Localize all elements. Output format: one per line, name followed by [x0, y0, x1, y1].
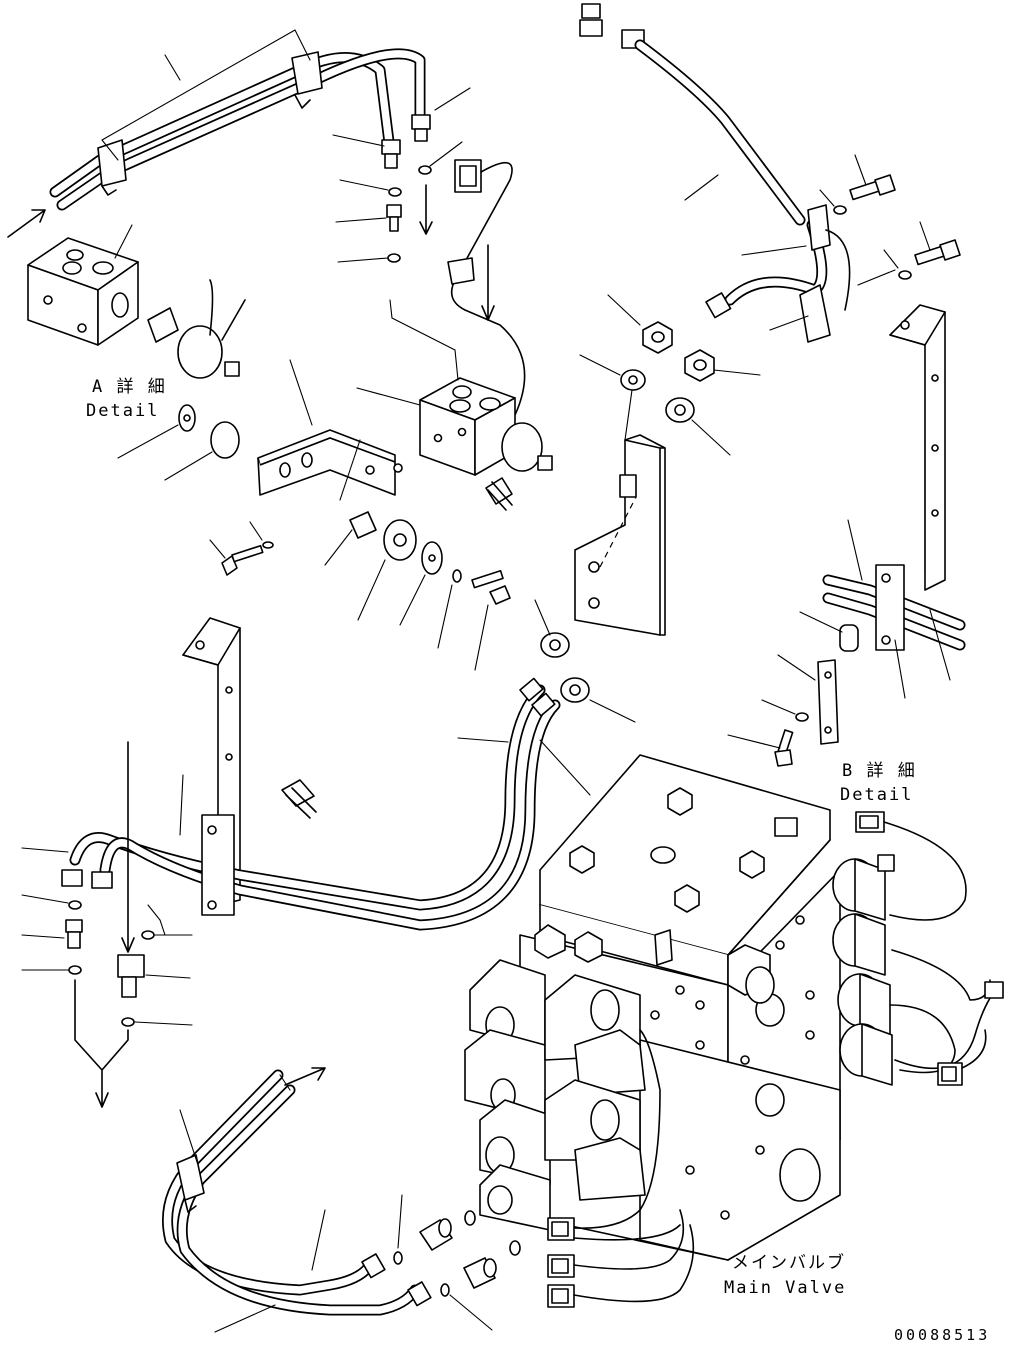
main-valve-lower-wiring [547, 1029, 695, 1308]
top-left-hose-bundle [49, 48, 426, 211]
detail-a-block [27, 224, 139, 346]
lower-washers [534, 599, 636, 723]
main-valve-solenoids [774, 811, 1004, 1086]
nuts-washers-center [579, 294, 761, 456]
detail-a-solenoid [147, 279, 246, 379]
fittings-bottom-center [393, 1194, 521, 1331]
washer-pair-left [117, 404, 240, 481]
document-number: 00088513 [894, 1326, 990, 1344]
right-vertical-bracket [889, 304, 946, 591]
bracket-bolts [209, 511, 511, 671]
detail-b-plate [727, 654, 839, 767]
detail-a-label-jp: A 詳 細 [92, 377, 167, 397]
long-hose-assembly-left [21, 677, 591, 931]
solenoid-valve-block [356, 299, 553, 476]
fittings-lower-left [21, 741, 193, 1108]
detail-b-clamp [799, 519, 966, 699]
lower-left-hose-assembly [162, 1067, 432, 1333]
electrical-connector-top [447, 159, 526, 416]
main-valve-body [464, 754, 841, 1261]
center-l-bracket [574, 389, 666, 636]
top-right-hose [579, 3, 851, 343]
detail-b-label-en: Detail [840, 785, 913, 805]
detail-b-label-jp: B 詳 細 [842, 761, 917, 781]
main-valve-label-en: Main Valve [724, 1278, 846, 1298]
hose-end-fittings-top [332, 87, 471, 169]
detail-a-label-en: Detail [86, 401, 159, 421]
valve-mounting-bracket [257, 359, 403, 501]
bolts-top-right [819, 154, 961, 286]
o-ring-adapter-stack [335, 141, 463, 263]
main-valve-label-jp: メインバルブ [732, 1252, 846, 1273]
